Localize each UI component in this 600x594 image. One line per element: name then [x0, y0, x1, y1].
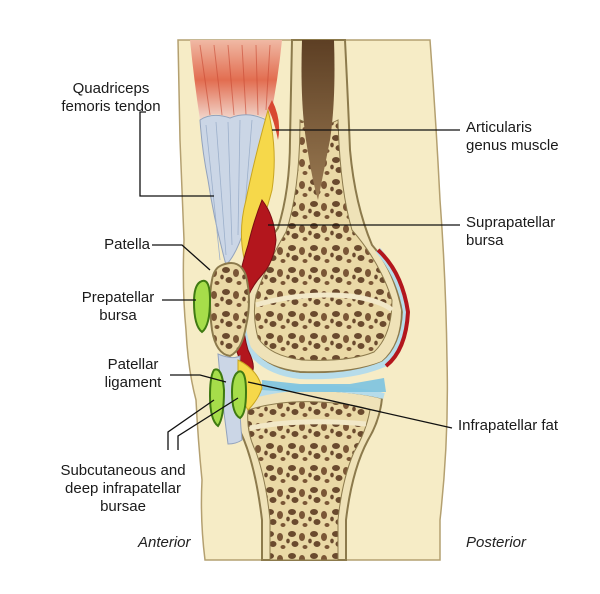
label-infrapatellar-fat: Infrapatellar fat: [458, 417, 558, 435]
label-line: Subcutaneous and: [60, 462, 186, 479]
label-line: bursae: [100, 498, 146, 515]
label-line: bursa: [99, 307, 137, 324]
label-line: femoris tendon: [61, 98, 161, 115]
label-posterior: Posterior: [466, 534, 526, 552]
leader-patellar-ligament: [170, 374, 227, 383]
label-line: Anterior: [138, 534, 191, 551]
leader-deep-bursa: [177, 397, 239, 450]
femur-marrow-cavity: [301, 40, 335, 200]
femur-epiphyseal-line: [255, 292, 394, 312]
leader-lines: [139, 111, 460, 450]
subcutaneous-infrapatellar-bursa: [208, 368, 226, 428]
label-line: ligament: [104, 374, 162, 391]
label-quadriceps-femoris-tendon: Quadriceps femoris tendon: [52, 80, 170, 116]
leader-subcutaneous-bursa: [167, 399, 215, 450]
label-line: Patellar: [107, 356, 159, 373]
patella: [209, 262, 250, 358]
label-line: bursa: [466, 232, 504, 249]
label-anterior: Anterior: [138, 534, 191, 552]
label-line: Patella: [104, 236, 150, 253]
label-line: Quadriceps: [72, 80, 150, 97]
joint-space-meniscus: [262, 378, 386, 392]
leader-infrapatellar-fat: [247, 381, 453, 429]
femur-articular-cartilage: [238, 248, 410, 380]
prepatellar-bursa: [192, 279, 212, 334]
label-prepatellar-bursa: Prepatellar bursa: [72, 289, 164, 325]
label-line: Suprapatellar: [466, 214, 556, 231]
label-line: deep infrapatellar: [65, 480, 181, 497]
deep-infrapatellar-bursa: [230, 370, 248, 420]
leader-quadriceps: [139, 111, 214, 197]
label-line: genus muscle: [466, 137, 559, 154]
quadriceps-muscle: [190, 40, 282, 120]
tibia-spongy-bone: [247, 401, 371, 561]
label-line: Posterior: [466, 534, 527, 551]
synovial-cavity-rim: [376, 248, 411, 368]
label-line: Articularis: [466, 119, 532, 136]
label-articularis-genus-muscle: Articularis genus muscle: [466, 119, 559, 155]
leader-patella: [152, 244, 211, 271]
label-line: Infrapatellar fat: [458, 417, 559, 434]
label-patellar-ligament: Patellar ligament: [96, 356, 170, 392]
label-line: Prepatellar: [81, 289, 155, 306]
tibia-epiphyseal-line: [249, 419, 367, 431]
label-infrapatellar-bursae: Subcutaneous and deep infrapatellar burs…: [48, 462, 198, 516]
label-patella: Patella: [60, 236, 150, 254]
label-suprapatellar-bursa: Suprapatellar bursa: [466, 214, 555, 250]
